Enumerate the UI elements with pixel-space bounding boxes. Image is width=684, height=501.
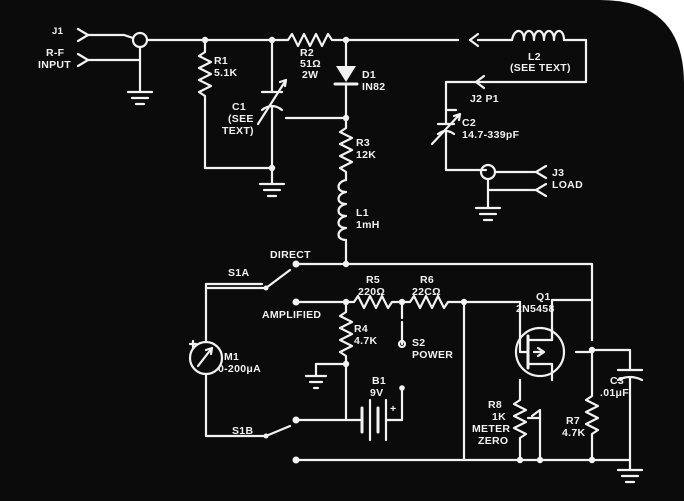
q1-label: Q1 <box>536 291 551 303</box>
b1-value: 9V <box>370 387 383 399</box>
r2-resistor <box>270 32 348 48</box>
r7-value: 4.7K <box>562 427 585 439</box>
j1-jack <box>122 31 207 106</box>
m1-meter <box>188 310 224 382</box>
l2-coil <box>444 29 588 112</box>
r8-meter: METER <box>472 423 510 435</box>
r8-value: 1K <box>492 411 506 423</box>
s1b-label: S1B <box>232 425 253 437</box>
c1-note-1: (SEE <box>228 113 254 125</box>
direct-label: DIRECT <box>270 249 311 261</box>
r3-resistor <box>338 116 354 182</box>
c1-label: C1 <box>232 101 246 113</box>
l1-label: L1 <box>356 207 369 219</box>
r2-power: 2W <box>302 69 318 81</box>
r6-label: R6 <box>420 274 434 286</box>
c3-label: C3 <box>610 375 624 387</box>
r1-value: 5.1K <box>214 67 237 79</box>
l2-label: L2 <box>528 51 541 63</box>
r7-label: R7 <box>566 415 580 427</box>
r3-value: 12K <box>356 149 376 161</box>
l1-coil <box>337 178 348 266</box>
r3-label: R3 <box>356 137 370 149</box>
s2-power-switch <box>397 300 407 422</box>
b1-label: B1 <box>372 375 386 387</box>
c2-label: C2 <box>462 117 476 129</box>
r2-label: R2 <box>300 47 314 59</box>
r5-label: R5 <box>366 274 380 286</box>
c1-note-2: TEXT) <box>222 125 254 137</box>
j3-label: J3 <box>552 167 564 179</box>
r8-label: R8 <box>488 399 502 411</box>
d1-diode <box>333 38 359 120</box>
j3-jack <box>474 163 548 222</box>
r7-resistor <box>584 348 600 462</box>
d1-value: IN82 <box>362 81 385 93</box>
r2-value: 51Ω <box>300 58 321 70</box>
q1-value: 2N5458 <box>516 303 555 315</box>
input-connector <box>76 27 142 68</box>
rf-input-label-2: INPUT <box>38 59 71 71</box>
l2-note: (SEE TEXT) <box>510 62 571 74</box>
r8-potentiometer <box>512 390 542 462</box>
r1-label: R1 <box>214 55 228 67</box>
m1-label: M1 <box>224 351 239 363</box>
s2-power-label: POWER <box>412 349 453 361</box>
r4-value: 4.7K <box>354 335 377 347</box>
r4-label: R4 <box>354 323 368 335</box>
b1-battery <box>344 398 404 442</box>
j2-label: J2 P1 <box>470 93 499 105</box>
j3-load: LOAD <box>552 179 583 191</box>
rf-input-label-1: R-F <box>46 47 65 59</box>
c3-capacitor <box>590 348 644 484</box>
l1-value: 1mH <box>356 219 380 231</box>
r1-resistor <box>197 38 274 170</box>
m1-value: 0-200μA <box>218 363 261 375</box>
s1b-switch <box>204 378 348 439</box>
c2-variable-capacitor <box>430 108 488 172</box>
r5-value: 220Ω <box>358 286 385 298</box>
s2-label: S2 <box>412 337 425 349</box>
r6-value: 22CΩ <box>412 286 441 298</box>
c2-value: 14.7-339pF <box>462 129 520 141</box>
r6-resistor <box>400 294 466 310</box>
amplified-label: AMPLIFIED <box>262 309 321 321</box>
s1a-switch <box>204 268 292 314</box>
r8-zero: ZERO <box>478 435 508 447</box>
d1-label: D1 <box>362 69 376 81</box>
r5-resistor <box>344 294 404 310</box>
s1a-label: S1A <box>228 267 249 279</box>
c1-variable-capacitor <box>256 38 288 198</box>
b1-plus: + <box>390 403 396 415</box>
q1-fet <box>514 298 594 382</box>
j1-label: J1 <box>52 26 64 37</box>
c3-value: .01μF <box>600 387 629 399</box>
